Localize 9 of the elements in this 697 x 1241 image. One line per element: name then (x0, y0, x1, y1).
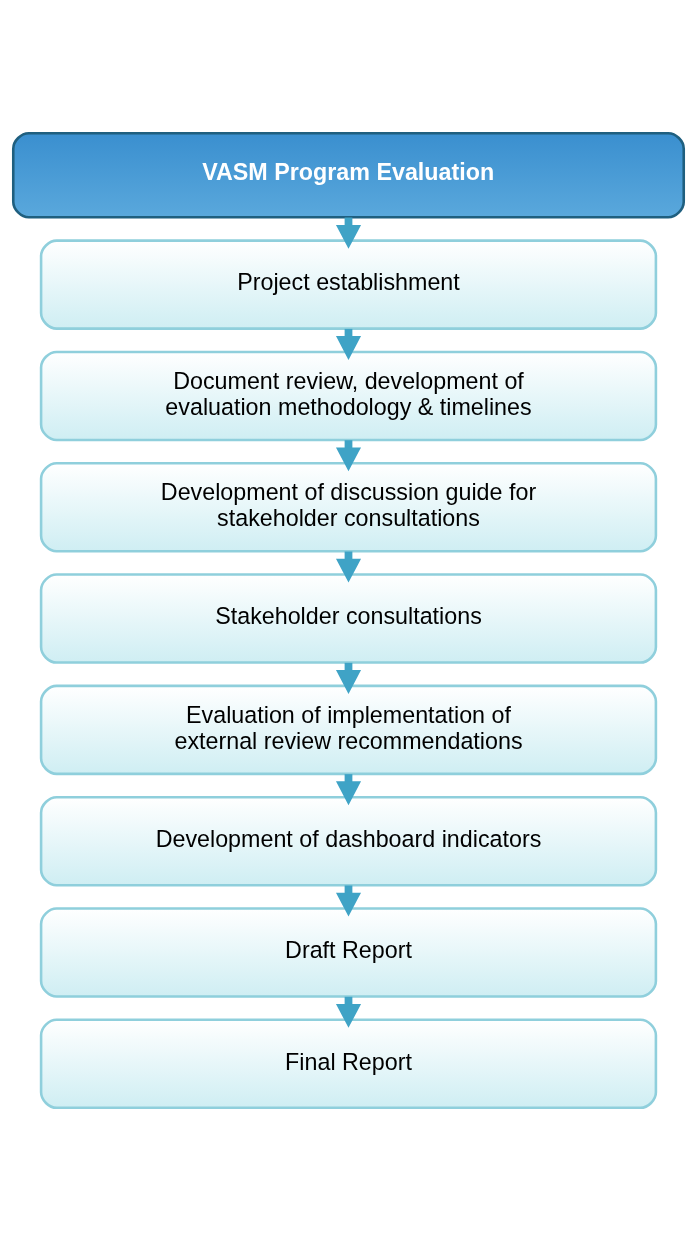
node-box: Evaluation of implementation of external review recommendations (39, 684, 658, 776)
node-box: Development of discussion guide for stakeholder consultations (39, 461, 658, 553)
node-box: Project establishment (39, 239, 658, 330)
node-box: Development of dashboard indicators (39, 795, 658, 887)
node-box: VASM Program Evaluation (11, 131, 686, 219)
node-box: Final Report (39, 1018, 658, 1110)
node-box: Stakeholder consultations (39, 573, 658, 664)
node-box: Document review, development of evaluation methodology & timelines (39, 350, 658, 442)
node-box: Draft Report (39, 907, 658, 998)
